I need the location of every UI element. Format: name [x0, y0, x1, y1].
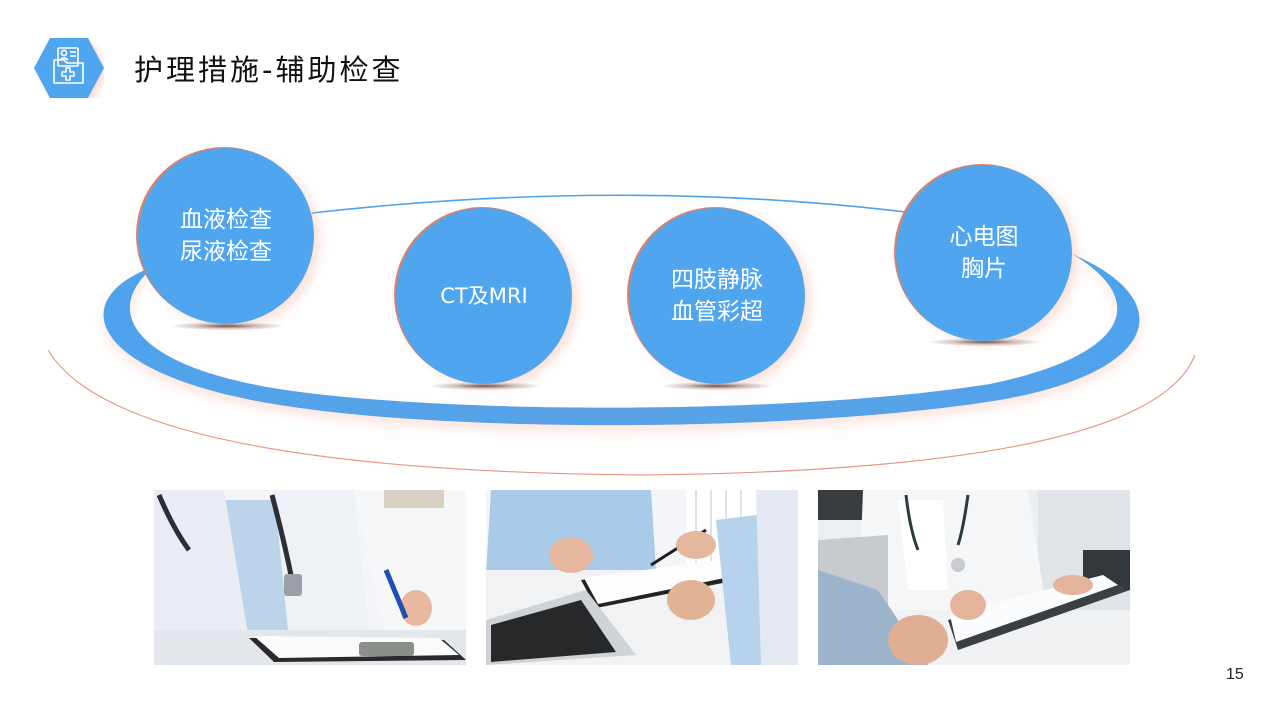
header-icon-badge: [34, 38, 104, 98]
medical-folder-icon: [34, 38, 104, 98]
exam-item-ct-mri: CT及MRI: [396, 208, 572, 384]
circle-shadow: [430, 382, 540, 390]
exam-item-label: 血液检查: [180, 207, 272, 233]
exam-item-vascular-ultrasound: 四肢静脉 血管彩超: [629, 208, 805, 384]
page-title: 护理措施-辅助检查: [134, 53, 404, 87]
exam-item-label: CT及MRI: [440, 284, 528, 308]
photo-doctor-report-review: [818, 490, 1130, 665]
exam-item-label: 血管彩超: [671, 299, 763, 325]
exam-item-label: 尿液检查: [180, 239, 272, 265]
exam-item-label: 胸片: [961, 256, 1007, 282]
photo-doctor-writing: [154, 490, 466, 665]
orbit-rings: [47, 194, 1196, 476]
circle-shadow: [662, 382, 772, 390]
exam-item-label: 四肢静脉: [671, 267, 763, 293]
exam-item-blood-urine: 血液检查 尿液检查: [138, 148, 314, 324]
circle-shadow: [172, 322, 282, 330]
photo-doctor-consultation: [486, 490, 798, 665]
exam-item-label: 心电图: [949, 224, 1019, 250]
exam-item-ecg-xray: 心电图 胸片: [896, 165, 1072, 341]
page-number: 15: [1226, 666, 1244, 683]
circle-shadow: [930, 338, 1040, 346]
